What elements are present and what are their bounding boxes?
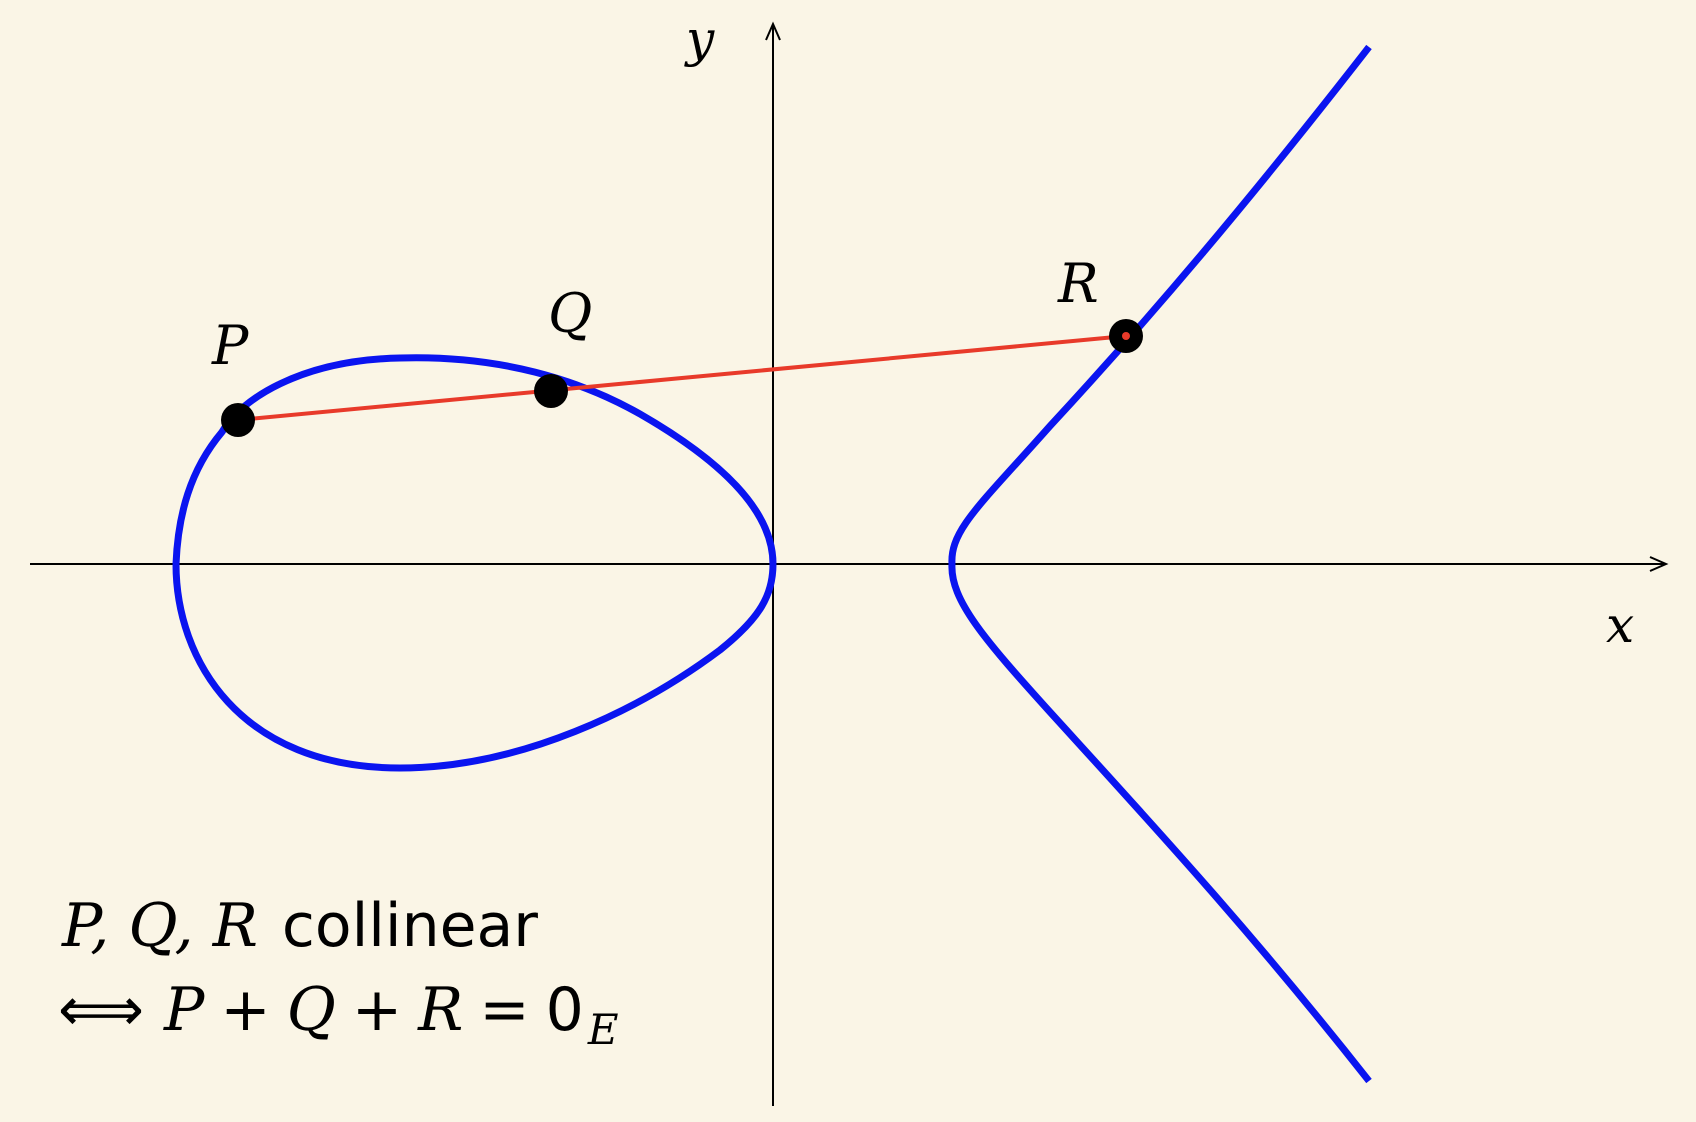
caption-collinear: collinear xyxy=(282,891,538,961)
point-r-center xyxy=(1122,332,1130,340)
curve-oval xyxy=(172,354,777,772)
iff-arrow: ⟺ xyxy=(58,975,144,1045)
plus-1: + xyxy=(220,975,270,1045)
identity-zero: 0 xyxy=(546,975,584,1045)
caption-line-2: ⟺ P + Q + R = 0 E xyxy=(58,975,618,1054)
sum-r: R xyxy=(417,975,463,1045)
curve-unbounded-branch xyxy=(948,44,1372,1084)
caption-line-1: P, Q, R collinear xyxy=(61,891,538,961)
equals-sign: = xyxy=(479,975,529,1045)
label-q: Q xyxy=(548,282,592,345)
label-p: P xyxy=(211,314,250,377)
point-q xyxy=(534,374,568,408)
point-p xyxy=(221,403,255,437)
label-r: R xyxy=(1057,252,1099,315)
collinear-line xyxy=(237,334,1127,422)
y-axis-label: y xyxy=(684,10,715,68)
caption-points: P, Q, R xyxy=(61,891,258,961)
sum-p: P xyxy=(163,975,206,1045)
identity-subscript: E xyxy=(587,1005,619,1054)
plus-2: + xyxy=(352,975,402,1045)
sum-q: Q xyxy=(287,975,336,1045)
x-axis-label: x xyxy=(1606,596,1634,654)
